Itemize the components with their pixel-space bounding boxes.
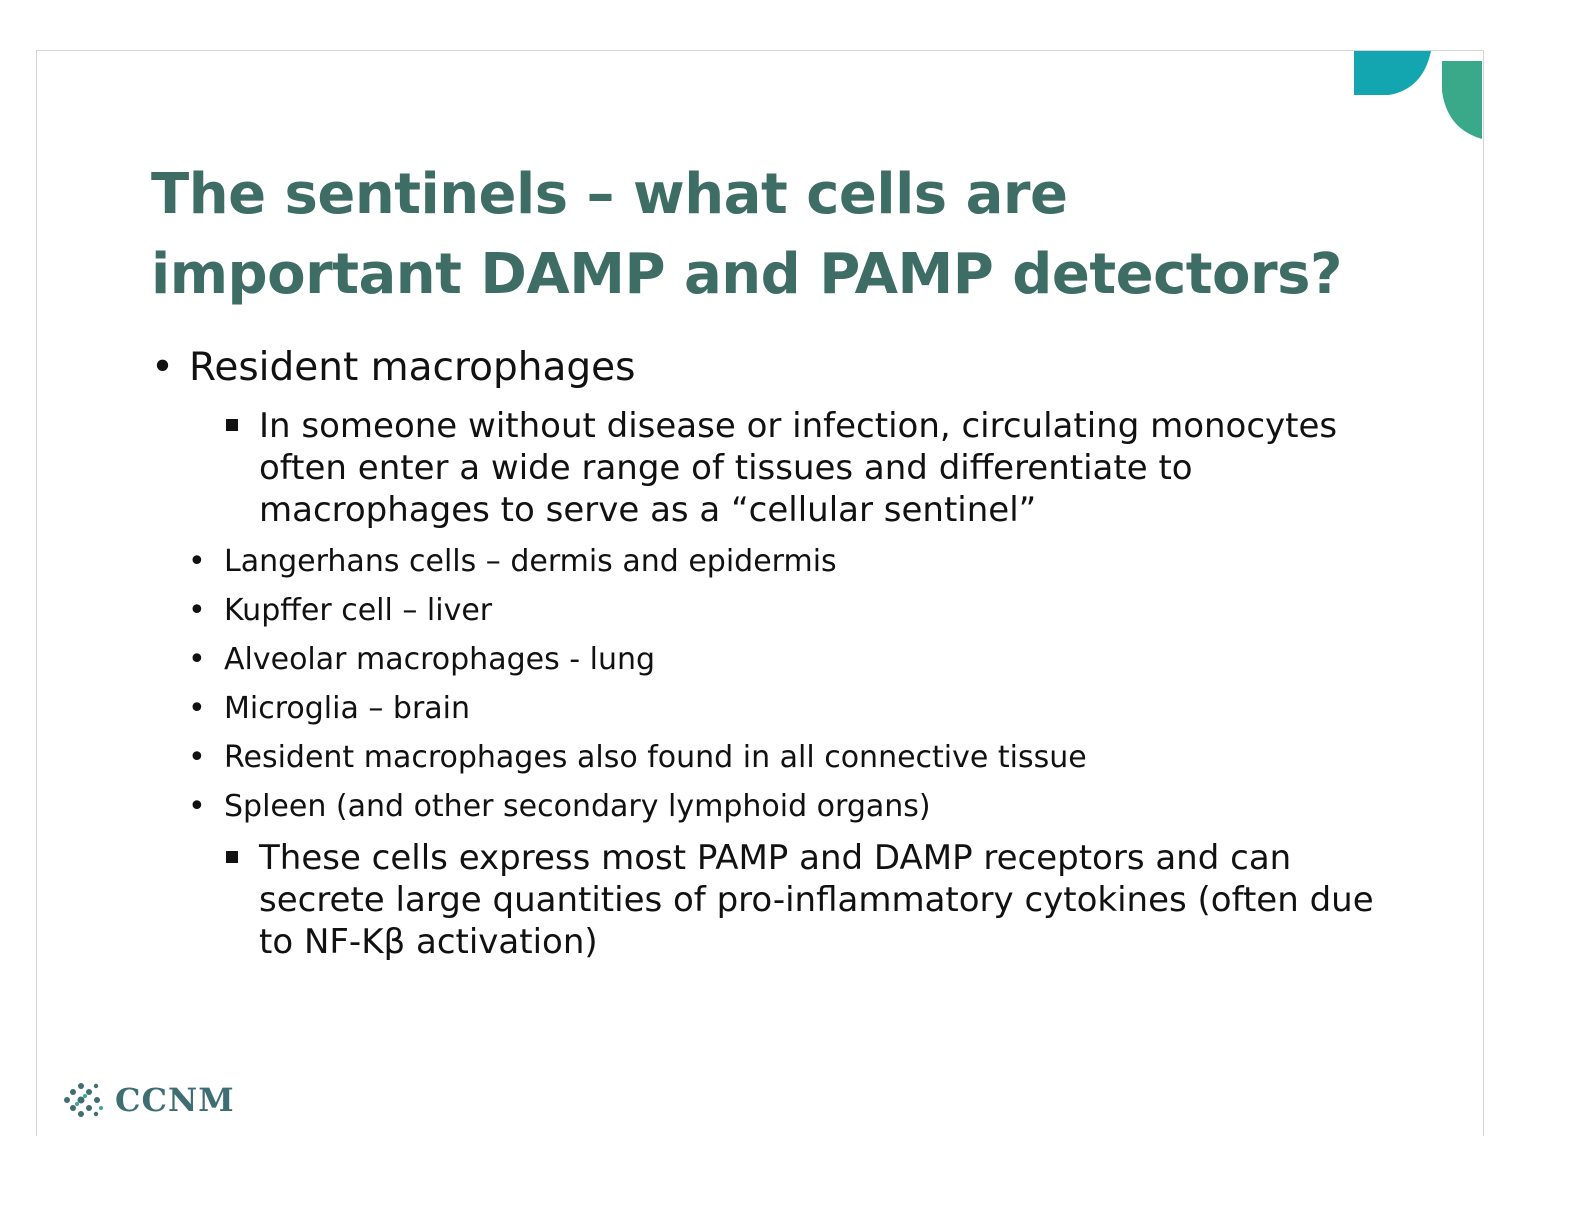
list-item-text: Kupffer cell – liver [224,593,493,628]
square-bullet-icon [226,851,238,863]
list-item: • Spleen (and other secondary lymphoid o… [188,782,1411,831]
slide-title: The sentinels – what cells are important… [151,162,1342,307]
tissue-macrophage-list: • Langerhans cells – dermis and epidermi… [188,537,1411,831]
list-item: • Resident macrophages also found in all… [188,733,1411,782]
slide-body: • Resident macrophages In someone withou… [151,343,1411,963]
list-item: • Microglia – brain [188,684,1411,733]
list-item: • Langerhans cells – dermis and epidermi… [188,537,1411,586]
bullet-glyph: • [151,345,175,390]
list-item-text: Langerhans cells – dermis and epidermis [224,544,837,579]
sub-bullet-monocytes: In someone without disease or infection,… [226,405,1411,531]
ccnm-logo: CCNM [61,1075,235,1125]
list-item: • Alveolar macrophages - lung [188,635,1411,684]
square-bullet-icon [226,419,238,431]
bullet-text: Resident macrophages [189,345,636,390]
bullet-glyph: • [188,544,206,579]
corner-decoration [1354,51,1482,139]
bullet-glyph: • [188,789,206,824]
bullet-glyph: • [188,642,206,677]
bullet-glyph: • [188,691,206,726]
list-item-text: Spleen (and other secondary lymphoid org… [224,789,931,824]
sub-bullet-text: These cells express most PAMP and DAMP r… [259,838,1374,962]
list-item: • Kupffer cell – liver [188,586,1411,635]
cell-cluster-icon [64,1083,103,1117]
bullet-glyph: • [188,593,206,628]
list-item-text: Resident macrophages also found in all c… [224,740,1087,775]
bullet-glyph: • [188,740,206,775]
logo-text: CCNM [115,1081,235,1119]
sub-bullet-receptors: These cells express most PAMP and DAMP r… [226,837,1411,963]
list-item-text: Microglia – brain [224,691,471,726]
teal-quarter-shape [1354,51,1431,95]
green-quarter-shape [1442,61,1482,139]
list-item-text: Alveolar macrophages - lung [224,642,656,677]
slide: The sentinels – what cells are important… [36,50,1484,1136]
bullet-resident-macrophages: • Resident macrophages [151,343,1411,393]
sub-bullet-text: In someone without disease or infection,… [259,406,1338,530]
